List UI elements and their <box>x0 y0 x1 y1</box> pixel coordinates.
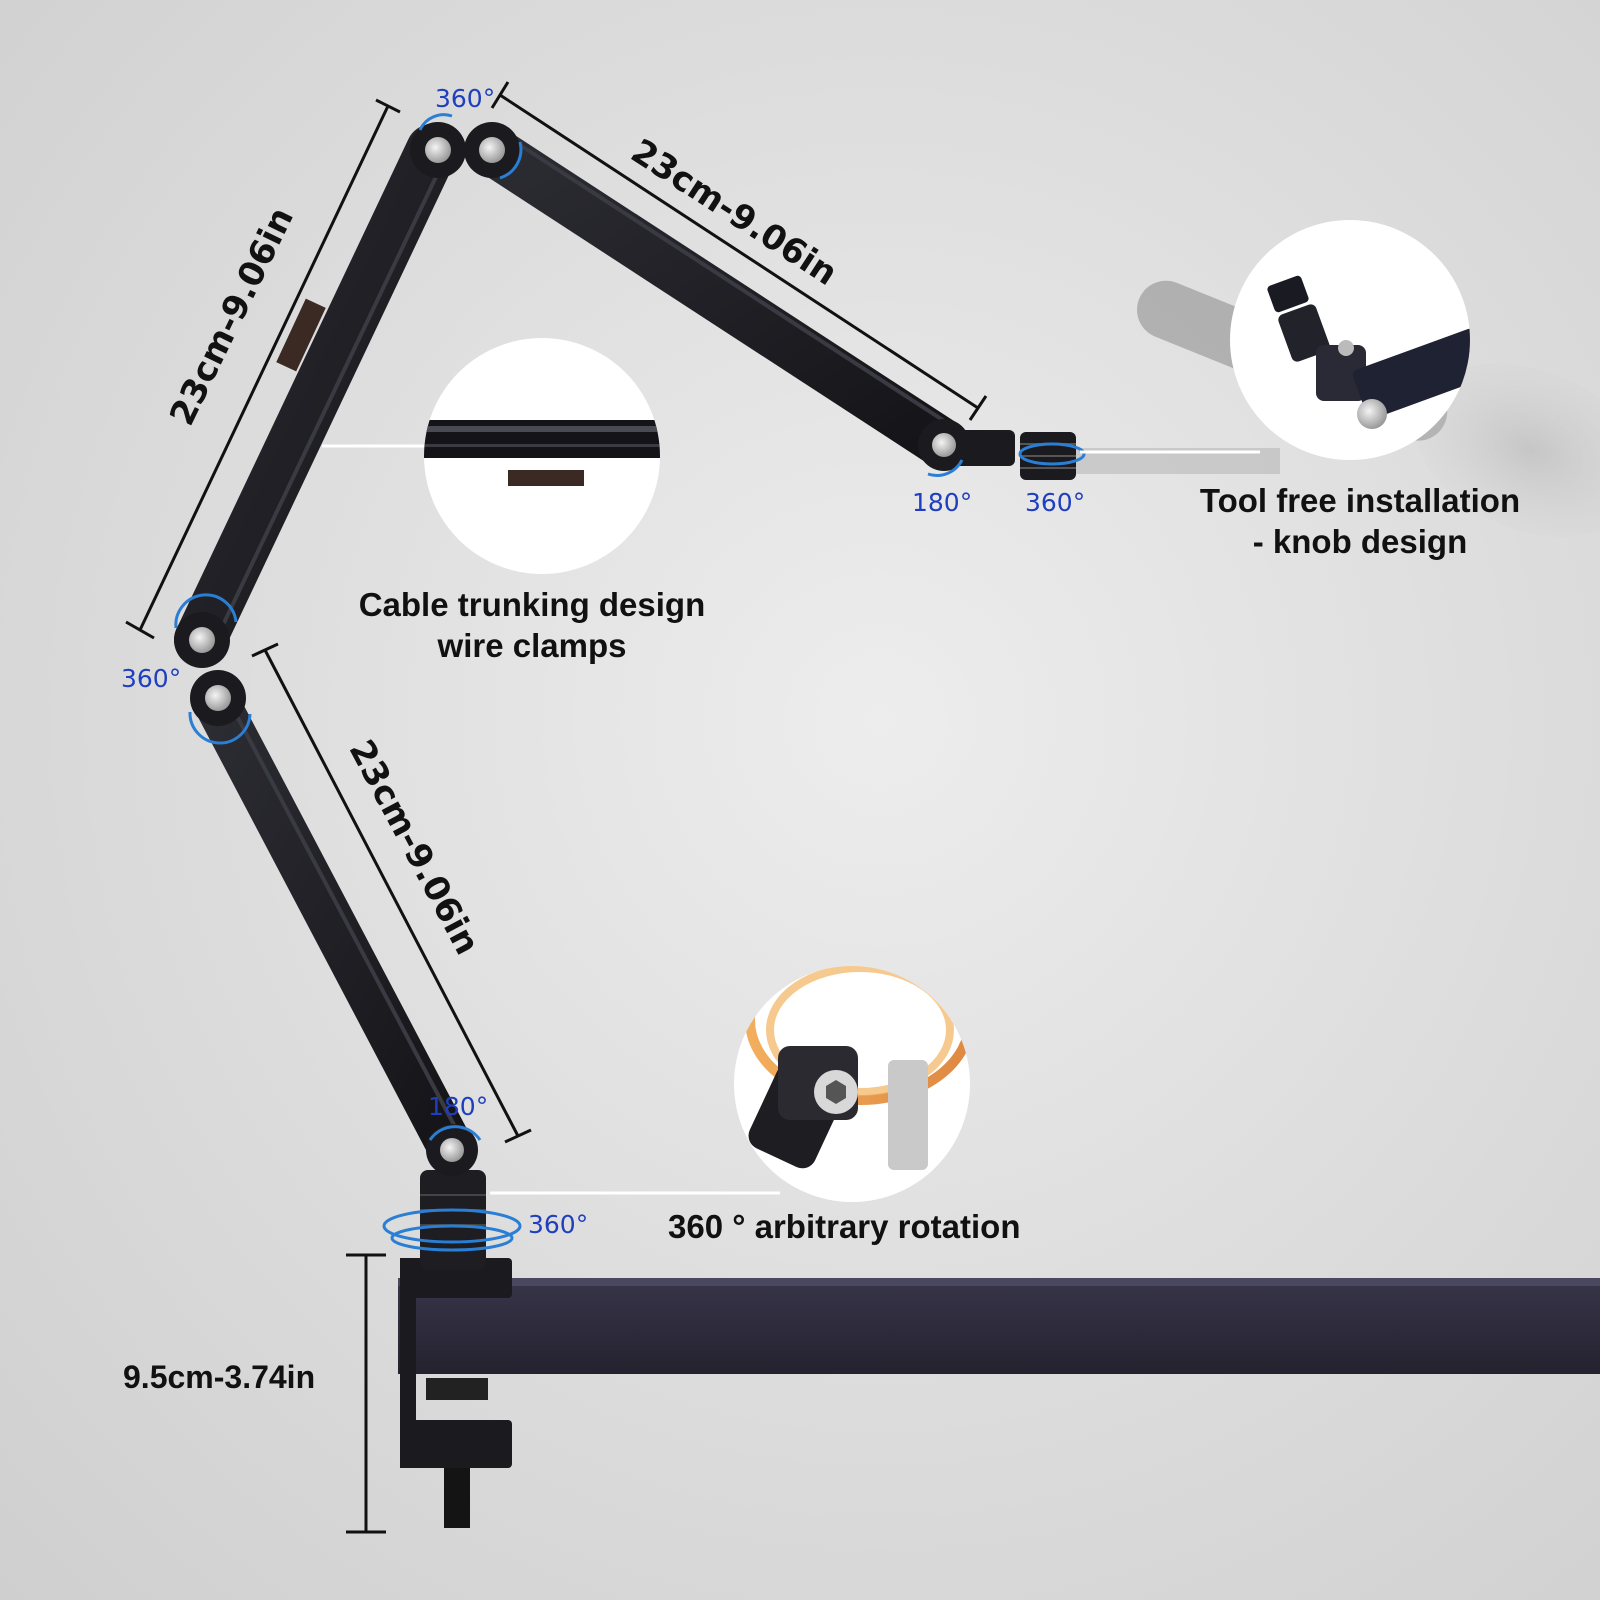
desk <box>398 1278 1600 1374</box>
rotation-caption: 360 ° arbitrary rotation <box>668 1208 1021 1245</box>
dimension-lines <box>125 81 988 1534</box>
rotation-joint-callout-image <box>734 966 970 1202</box>
angle-label-base-swivel: 360° <box>528 1210 589 1239</box>
rotation-arrows <box>174 113 1086 1252</box>
arm-segment-lower <box>192 677 475 1173</box>
desk-clamp <box>400 1258 512 1528</box>
base-swivel <box>420 1170 486 1270</box>
angle-label-left-joint: 360° <box>121 664 182 693</box>
angle-label-base-joint: 180° <box>428 1092 489 1121</box>
cable-trunking-caption: Cable trunking design wire clamps <box>352 584 712 666</box>
cable-trunking-caption-line2: wire clamps <box>437 627 627 664</box>
angle-label-tip-joint: 180° <box>912 488 973 517</box>
tool-free-caption-line2: - knob design <box>1252 523 1468 560</box>
joint-knobs <box>174 122 970 1176</box>
cable-trunking-caption-line1: Cable trunking design <box>358 586 706 623</box>
callout-lines <box>322 444 1260 1195</box>
angle-label-tip-mount: 360° <box>1025 488 1086 517</box>
tool-free-caption: Tool free installation - knob design <box>1180 480 1540 562</box>
arm-segment-middle <box>174 124 458 666</box>
angle-label-top-joint: 360° <box>435 84 496 113</box>
tool-free-caption-line1: Tool free installation <box>1199 482 1521 519</box>
arm-segment-upper <box>467 125 970 470</box>
cable-trunking-callout-image <box>424 338 660 574</box>
tool-free-knob-callout-image <box>1230 220 1470 460</box>
clamp-height-label: 9.5cm-3.74in <box>123 1359 316 1395</box>
